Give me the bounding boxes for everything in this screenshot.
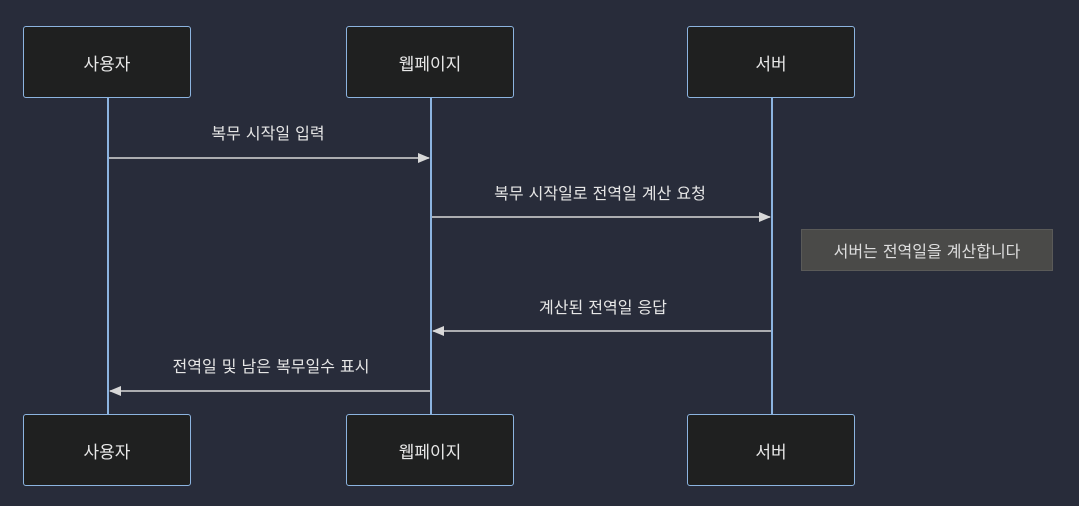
actor-user-bottom-label: 사용자: [83, 442, 131, 463]
actor-webpage-bottom: 웹페이지: [346, 414, 514, 486]
actor-webpage-top: 웹페이지: [346, 26, 514, 98]
message-label-3: 계산된 전역일 응답: [539, 298, 667, 317]
actor-server-bottom: 서버: [687, 414, 855, 486]
message-label-2: 복무 시작일로 전역일 계산 요청: [494, 184, 706, 203]
actor-user-top: 사용자: [23, 26, 191, 98]
lifeline-user: [107, 98, 109, 414]
actor-server-top: 서버: [687, 26, 855, 98]
actor-webpage-bottom-label: 웹페이지: [398, 442, 462, 463]
actor-webpage-top-label: 웹페이지: [398, 54, 462, 75]
actor-server-top-label: 서버: [755, 54, 787, 75]
message-label-1: 복무 시작일 입력: [211, 124, 325, 143]
actor-user-bottom: 사용자: [23, 414, 191, 486]
lifeline-server: [771, 98, 773, 414]
lifeline-webpage: [430, 98, 432, 414]
note-text: 서버는 전역일을 계산합니다: [833, 242, 1021, 261]
note-server: 서버는 전역일을 계산합니다: [801, 229, 1053, 271]
actor-server-bottom-label: 서버: [755, 442, 787, 463]
actor-user-top-label: 사용자: [83, 54, 131, 75]
message-label-4: 전역일 및 남은 복무일수 표시: [172, 357, 370, 376]
